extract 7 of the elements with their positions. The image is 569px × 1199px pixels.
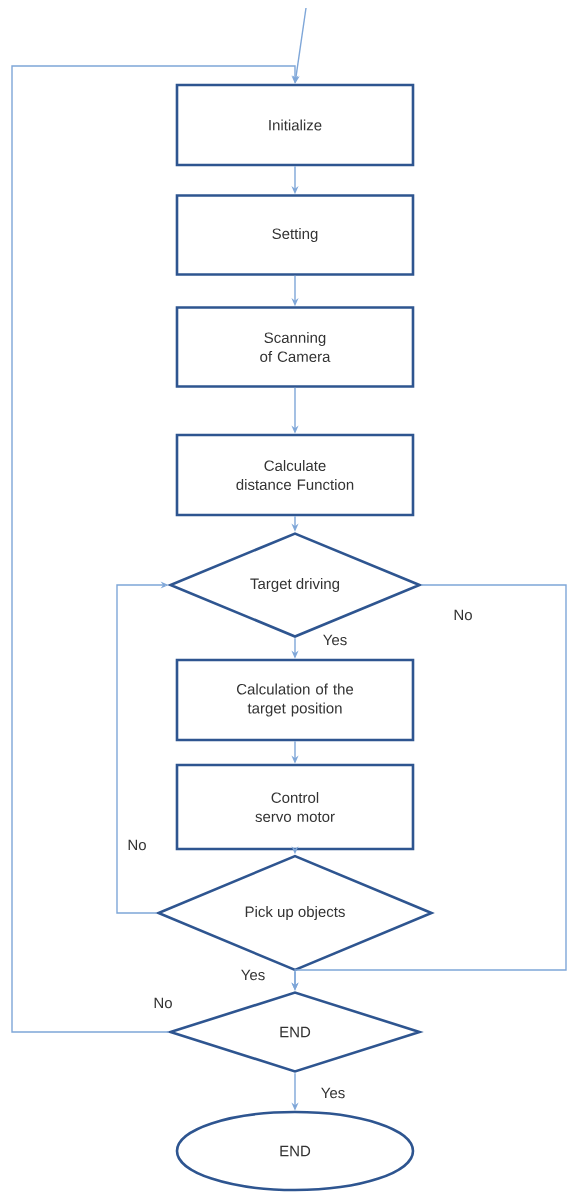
process-box: Initialize <box>175 83 415 167</box>
process-box: Control servo motor <box>175 763 415 851</box>
arrow <box>11 65 299 1033</box>
process-box: Calculation of the target position <box>175 658 415 742</box>
process-box: Calculate distance Function <box>175 433 415 517</box>
process-box: Setting <box>175 194 415 276</box>
process-box: Scanning of Camera <box>175 306 415 388</box>
